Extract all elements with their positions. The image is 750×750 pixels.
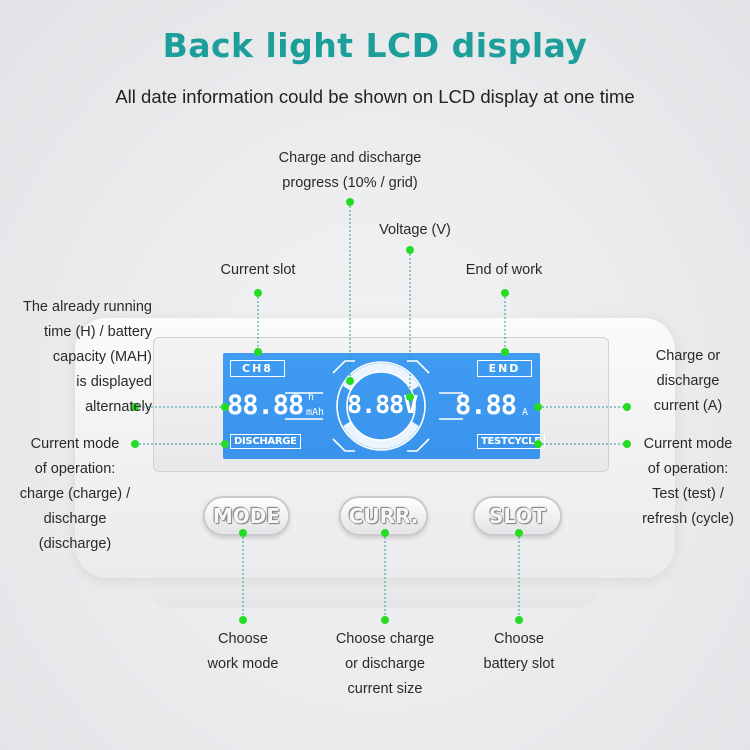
annotation-current-slot: Current slot	[220, 262, 296, 278]
marker-testcycle-right	[623, 440, 631, 448]
marker-slot-button-bottom	[515, 616, 523, 624]
marker-mode-button	[239, 529, 247, 537]
lcd-slot-label: CH8	[230, 360, 285, 377]
curr-button[interactable]: CURR.	[339, 496, 428, 536]
lcd-voltage-value: 8.88V	[347, 390, 418, 419]
annotation-choose-slot: Choose battery slot	[483, 631, 555, 672]
marker-progress-end	[346, 377, 354, 385]
marker-current-right	[623, 403, 631, 411]
lcd-mode-discharge: DISCHARGE	[230, 434, 301, 449]
lcd-screen: CH8 END 88.88 h mAh 8.88V 8.88 A DISCHAR…	[223, 353, 545, 459]
marker-mode-left	[131, 440, 139, 448]
lcd-mode-testcycle: TESTCYCLE	[477, 434, 545, 449]
marker-voltage-end	[406, 393, 414, 401]
marker-current-end	[534, 403, 542, 411]
marker-time-end	[221, 403, 229, 411]
annotation-choose-current: Choose charge or discharge current size	[335, 631, 435, 697]
lcd-time-capacity-value: 88.88	[227, 390, 304, 421]
annotation-end-of-work: End of work	[465, 262, 543, 278]
marker-end-end	[501, 348, 509, 356]
marker-mode-button-bottom	[239, 616, 247, 624]
marker-testcycle-end	[534, 440, 542, 448]
lcd-unit-mah: mAh	[306, 407, 325, 418]
marker-time-left	[131, 403, 139, 411]
marker-curr-button	[381, 529, 389, 537]
mode-button[interactable]: MODE	[203, 496, 290, 536]
annotation-voltage: Voltage (V)	[379, 222, 451, 238]
lcd-unit-h: h	[308, 392, 315, 403]
marker-slot-top	[254, 289, 262, 297]
page-subtitle: All date information could be shown on L…	[115, 86, 635, 107]
annotation-current-mode-left: Current mode of operation: charge (charg…	[19, 436, 131, 552]
marker-slot-button	[515, 529, 523, 537]
annotation-running-time: The already running time (H) / battery c…	[23, 299, 152, 415]
marker-voltage-top	[406, 246, 414, 254]
annotation-current-mode-right: Current mode of operation: Test (test) /…	[642, 436, 734, 527]
marker-progress-top	[346, 198, 354, 206]
lcd-unit-a: A	[522, 407, 529, 418]
marker-mode-end	[221, 440, 229, 448]
lcd-current-value: 8.88	[455, 390, 517, 421]
annotation-charge-current: Charge or discharge current (A)	[653, 348, 723, 414]
lcd-end-label: END	[477, 360, 532, 377]
page-title: Back light LCD display	[162, 26, 588, 65]
marker-end-top	[501, 289, 509, 297]
annotation-choose-work-mode: Choose work mode	[207, 631, 279, 672]
marker-curr-button-bottom	[381, 616, 389, 624]
marker-slot-end	[254, 348, 262, 356]
